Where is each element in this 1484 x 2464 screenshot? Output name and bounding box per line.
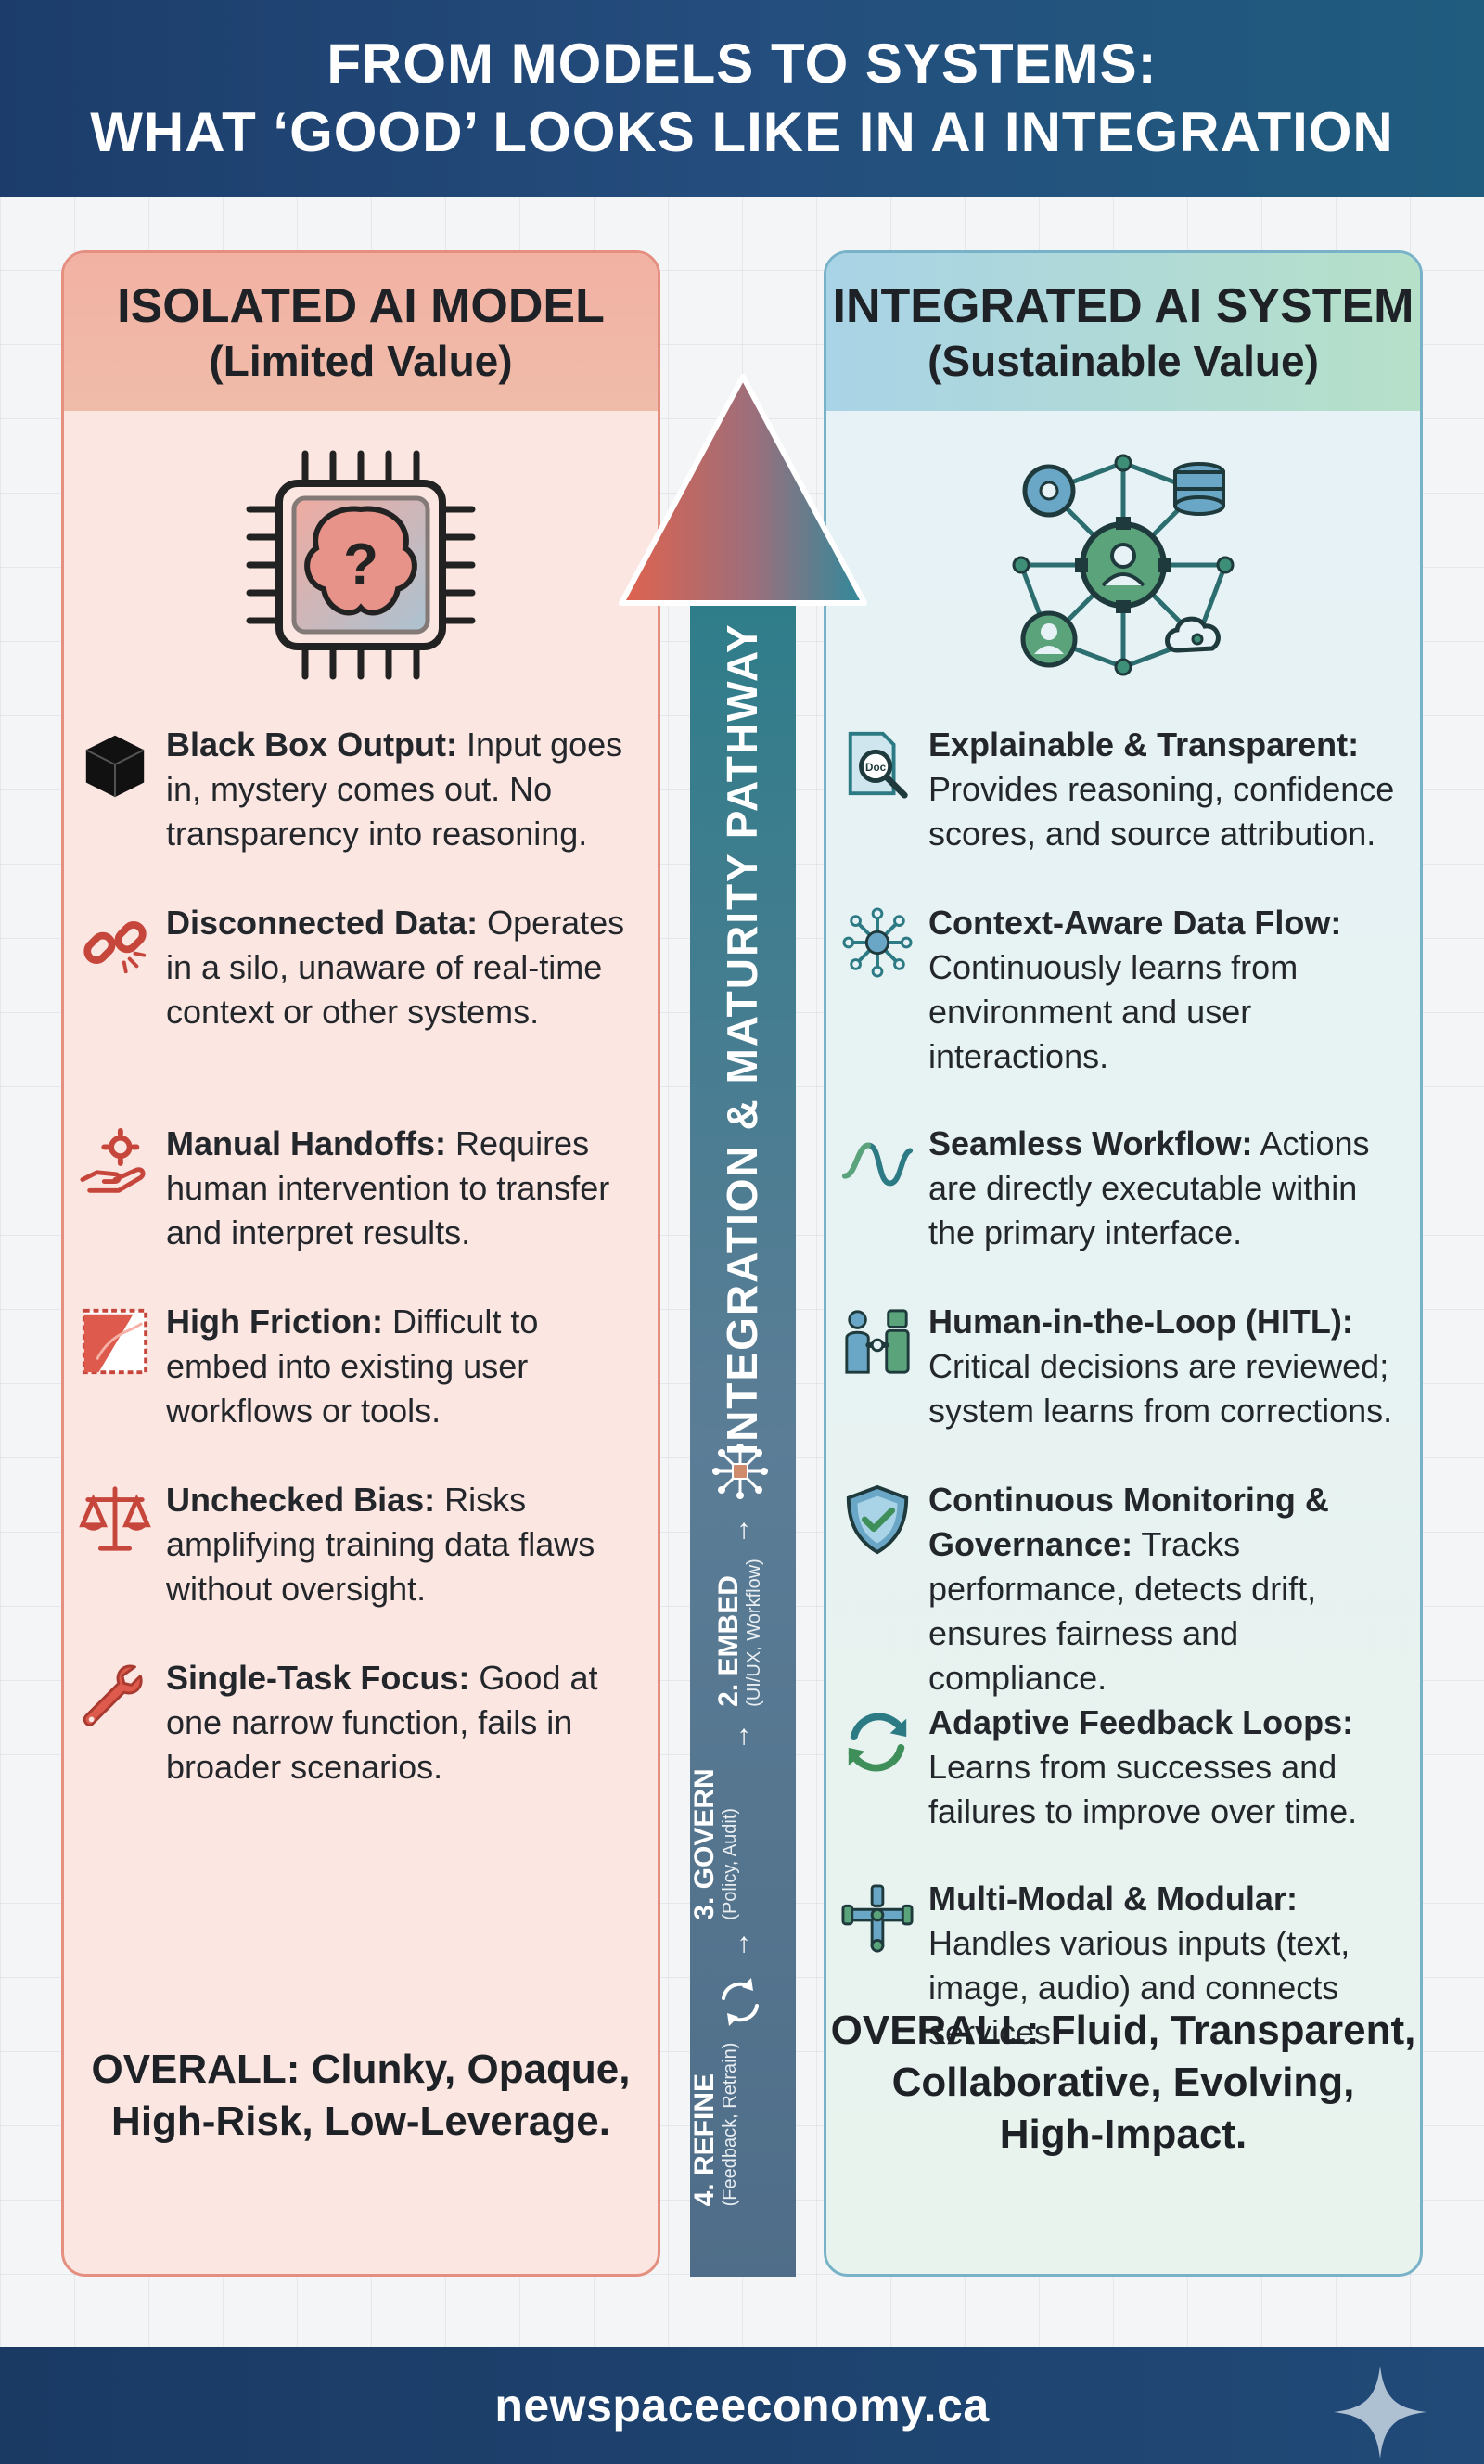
step-title: 2. EMBED xyxy=(713,1575,744,1707)
list-item: Seamless Workflow: Actions are directly … xyxy=(826,1122,1420,1255)
chip-brain-question-icon: ? xyxy=(246,450,476,680)
item-title: Human-in-the-Loop (HITL): xyxy=(928,1303,1353,1341)
item-text: Risks amplifying training data flaws wit… xyxy=(166,1481,595,1608)
item-text: Learns from successes and failures to im… xyxy=(928,1748,1358,1830)
item-text: Critical decisions are reviewed; system … xyxy=(928,1347,1393,1430)
black-box-icon xyxy=(85,735,145,798)
step-govern: 3. GOVERN (Policy, Audit) xyxy=(689,1768,741,1920)
item-title: Explainable & Transparent: xyxy=(928,725,1360,764)
integration-node-icon xyxy=(712,1444,768,1499)
item-title: Single-Task Focus: xyxy=(166,1659,470,1697)
item-text: Provides reasoning, confidence scores, a… xyxy=(928,770,1395,853)
step-arrow: → xyxy=(724,1723,755,1751)
scales-icon xyxy=(79,1486,151,1551)
footer-website-link[interactable]: newspaceeconomy.ca xyxy=(494,2380,990,2432)
item-title: Continuous Monitoring & Governance: xyxy=(928,1481,1329,1563)
step-title: 4. REFINE xyxy=(689,2073,720,2207)
integrated-system-overall: OVERALL: Fluid, Transparent, Collaborati… xyxy=(826,2005,1420,2161)
list-item: Single-Task Focus: Good at one narrow fu… xyxy=(64,1656,658,1790)
broken-link-icon xyxy=(83,921,147,974)
item-title: Multi-Modal & Modular: xyxy=(928,1880,1298,1918)
isolated-model-panel: ISOLATED AI MODEL (Limited Value) ? Blac… xyxy=(61,250,660,2277)
list-item: Manual Handoffs: Requires human interven… xyxy=(64,1122,658,1255)
human-robot-handshake-icon xyxy=(845,1309,910,1374)
modular-connector-icon xyxy=(841,1884,914,1953)
integrated-system-header: INTEGRATED AI SYSTEM (Sustainable Value) xyxy=(826,253,1420,411)
list-item: Adaptive Feedback Loops: Learns from suc… xyxy=(826,1700,1420,1834)
page-header: FROM MODELS TO SYSTEMS: WHAT ‘GOOD’ LOOK… xyxy=(0,0,1484,197)
step-subtitle: (UI/UX, Workflow) xyxy=(744,1559,764,1707)
item-title: High Friction: xyxy=(166,1303,383,1341)
overall-line: High-Risk, Low-Leverage. xyxy=(111,2098,610,2144)
isolated-model-title: ISOLATED AI MODEL xyxy=(117,279,605,333)
isolated-model-header: ISOLATED AI MODEL (Limited Value) xyxy=(64,253,658,411)
item-title: Black Box Output: xyxy=(166,725,458,764)
step-title: 3. GOVERN xyxy=(689,1768,720,1920)
item-text: Tracks performance, detects drift, ensur… xyxy=(928,1525,1317,1697)
item-text: Continuously learns from environment and… xyxy=(928,948,1298,1075)
isolated-model-overall: OVERALL: Clunky, Opaque, High-Risk, Low-… xyxy=(64,2044,658,2148)
page-title-line-2: WHAT ‘GOOD’ LOOKS LIKE IN AI INTEGRATION xyxy=(90,101,1394,163)
svg-text:?: ? xyxy=(343,533,378,597)
integrated-system-subtitle: (Sustainable Value) xyxy=(928,337,1319,385)
refine-cycle-icon xyxy=(722,1978,759,2026)
svg-text:Doc: Doc xyxy=(865,762,887,774)
network-node-icon xyxy=(842,907,913,978)
overall-line: Collaborative, Evolving, xyxy=(891,2060,1355,2105)
document-magnifier-icon: Doc xyxy=(848,731,908,799)
list-item: Doc Explainable & Transparent: Provides … xyxy=(826,723,1420,856)
item-text: Difficult to embed into existing user wo… xyxy=(166,1303,539,1430)
list-item: Multi-Modal & Modular: Handles various i… xyxy=(826,1877,1420,2055)
isolated-model-subtitle: (Limited Value) xyxy=(209,337,513,385)
item-title: Manual Handoffs: xyxy=(166,1124,446,1162)
list-item: Human-in-the-Loop (HITL): Critical decis… xyxy=(826,1300,1420,1433)
integrated-system-title: INTEGRATED AI SYSTEM xyxy=(832,279,1414,333)
hand-gear-icon xyxy=(80,1127,146,1193)
item-text: Operates in a silo, unaware of real-time… xyxy=(166,904,625,1031)
item-title: Context-Aware Data Flow: xyxy=(928,904,1342,942)
pathway-label: INTEGRATION & MATURITY PATHWAY xyxy=(718,622,766,1456)
list-item: Disconnected Data: Operates in a silo, u… xyxy=(64,901,658,1034)
page-footer: newspaceeconomy.ca xyxy=(0,2347,1484,2464)
item-text: Requires human intervention to transfer … xyxy=(166,1124,610,1251)
item-text: Good at one narrow function, fails in br… xyxy=(166,1659,598,1786)
step-subtitle: (Feedback, Retrain) xyxy=(720,2042,740,2207)
step-subtitle: (Policy, Audit) xyxy=(720,1807,740,1920)
step-embed: 2. EMBED (UI/UX, Workflow) xyxy=(713,1559,765,1707)
wave-flow-icon xyxy=(841,1142,914,1187)
sparkle-star-icon xyxy=(1334,2366,1426,2458)
item-text: Handles various inputs (text, image, aud… xyxy=(928,1924,1350,2051)
step-arrow: → xyxy=(724,1517,755,1545)
item-title: Adaptive Feedback Loops: xyxy=(928,1703,1354,1741)
step-arrow: → xyxy=(724,1931,755,1958)
overall-line: High-Impact. xyxy=(999,2111,1247,2157)
refresh-cycle-icon xyxy=(848,1713,907,1772)
list-item: Continuous Monitoring & Governance: Trac… xyxy=(826,1478,1420,1700)
item-title: Unchecked Bias: xyxy=(166,1481,436,1519)
item-text: Actions are directly executable within t… xyxy=(928,1124,1370,1251)
item-title: Seamless Workflow: xyxy=(928,1124,1253,1162)
integrated-system-panel: INTEGRATED AI SYSTEM (Sustainable Value)… xyxy=(824,250,1423,2277)
page-title-line-1: FROM MODELS TO SYSTEMS: xyxy=(326,32,1158,95)
list-item: Unchecked Bias: Risks amplifying trainin… xyxy=(64,1478,658,1611)
item-text: Input goes in, mystery comes out. No tra… xyxy=(166,725,623,853)
item-title: Disconnected Data: xyxy=(166,904,479,942)
friction-pattern-icon xyxy=(82,1308,148,1375)
wrench-icon xyxy=(83,1664,143,1726)
list-item: High Friction: Difficult to embed into e… xyxy=(64,1300,658,1433)
connected-system-network-icon xyxy=(1012,454,1235,676)
overall-line: OVERALL: Clunky, Opaque, xyxy=(91,2047,631,2092)
list-item: Context-Aware Data Flow: Continuously le… xyxy=(826,901,1420,1079)
shield-check-icon xyxy=(846,1484,909,1555)
overall-line: OVERALL: Fluid, Transparent, xyxy=(830,2008,1416,2053)
step-refine: 4. REFINE (Feedback, Retrain) xyxy=(689,2042,741,2207)
maturity-pathway-arrow xyxy=(619,374,867,2277)
list-item: Black Box Output: Input goes in, mystery… xyxy=(64,723,658,856)
